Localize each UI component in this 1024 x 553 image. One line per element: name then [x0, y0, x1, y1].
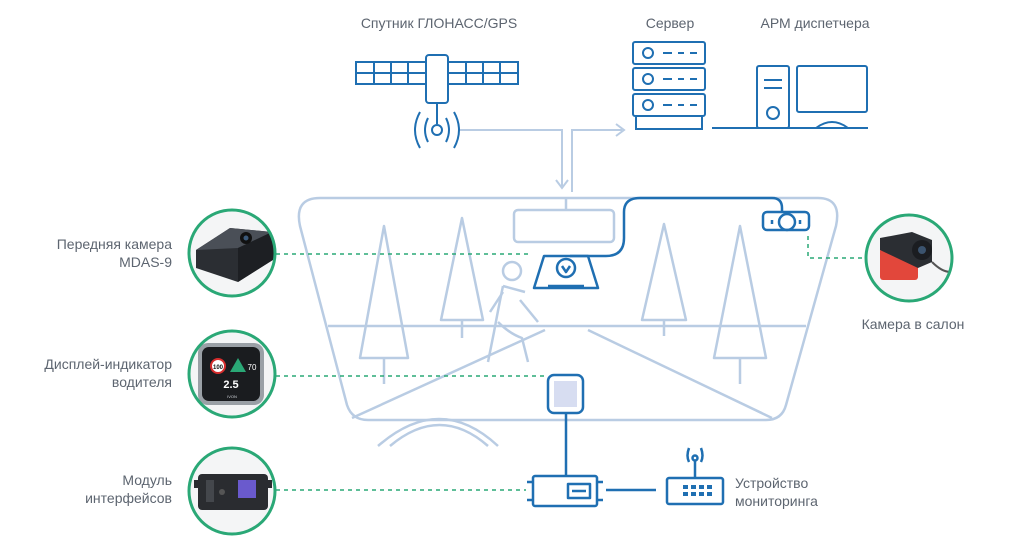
satellite-icon	[355, 54, 519, 149]
data-link-lines	[460, 123, 626, 192]
interface-module-icon	[527, 474, 603, 508]
monitoring-device-icon	[665, 447, 725, 506]
front-camera-photo	[187, 208, 277, 298]
workstation-icon	[712, 65, 868, 129]
module-label-line2: интерфейсов	[85, 490, 172, 506]
interface-module-photo	[187, 446, 277, 536]
system-wiring	[570, 196, 784, 258]
cabin-camera-label: Камера в салон	[861, 316, 965, 332]
road-edge-left	[351, 328, 546, 420]
monitoring-keypad	[683, 485, 712, 496]
display-label-line2: водителя	[111, 374, 172, 390]
monitoring-label-line1: Устройство	[735, 475, 809, 491]
pedestrian-icon	[486, 260, 539, 363]
front-camera-label-line1: Передняя камера	[56, 236, 172, 252]
dispatcher-label: АРМ диспетчера	[760, 15, 870, 31]
display-label-line1: Дисплей-индикатор	[44, 356, 172, 372]
front-camera-icon	[532, 254, 600, 290]
module-label-line1: Модуль	[122, 472, 172, 488]
server-label: Сервер	[645, 15, 695, 31]
cabin-camera-icon	[761, 210, 811, 232]
tree-2	[439, 216, 485, 338]
windshield-scene	[297, 196, 839, 447]
speed-limit-value: 100	[213, 365, 224, 371]
display-brand: IVON	[227, 394, 237, 399]
current-speed-value: 70	[248, 363, 257, 372]
road-edge-right	[587, 328, 773, 420]
cabin-camera-photo	[864, 213, 954, 303]
satellite-label: Спутник ГЛОНАСС/GPS	[360, 15, 518, 31]
tree-4	[712, 224, 768, 384]
monitoring-label-line2: мониторинга	[735, 493, 818, 509]
rear-view-mirror	[512, 208, 616, 244]
server-icon	[632, 41, 706, 130]
windshield-outline	[297, 196, 839, 422]
tree-1	[358, 224, 410, 384]
distance-value: 2.5	[223, 379, 238, 391]
front-camera-label-line2: MDAS-9	[119, 254, 172, 270]
tree-3	[640, 222, 688, 336]
display-photo	[187, 329, 277, 419]
display-indicator-icon	[546, 373, 585, 415]
steering-wheel	[377, 417, 499, 447]
photo-connectors	[276, 236, 864, 491]
